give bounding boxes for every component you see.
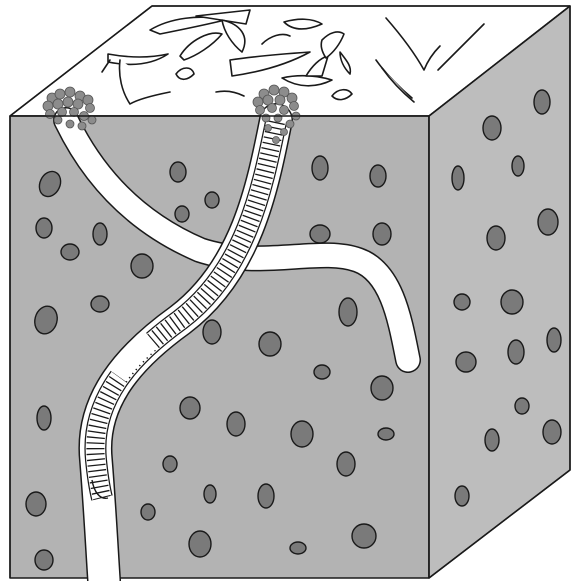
soil-particle — [313, 364, 331, 380]
soil-particle — [514, 397, 530, 415]
soil-particle — [130, 253, 154, 279]
soil-particle — [289, 541, 307, 555]
soil-particle — [454, 485, 470, 507]
soil-particle — [309, 224, 331, 244]
soil-particle — [507, 339, 525, 365]
soil-particle — [482, 115, 502, 141]
leaf — [339, 51, 352, 75]
soil-particle — [451, 165, 465, 191]
soil-particle — [369, 164, 387, 188]
soil-particles-front — [25, 155, 395, 571]
soil-particle — [486, 225, 506, 251]
soil-particle — [351, 523, 377, 549]
soil-particle — [500, 289, 524, 315]
leaf — [215, 90, 245, 97]
earthworm-burrow — [78, 103, 293, 581]
soil-particles-side — [451, 89, 562, 507]
soil-particle — [34, 305, 58, 335]
soil-particle — [188, 530, 212, 558]
soil-particle — [169, 161, 187, 183]
soil-particle — [257, 483, 275, 509]
leaf — [195, 9, 251, 25]
soil-particle — [546, 327, 562, 353]
leaf — [437, 23, 485, 71]
leaf-litter — [101, 9, 485, 105]
soil-particle — [38, 170, 62, 198]
block-edges — [9, 5, 571, 579]
soil-particle — [370, 375, 394, 401]
soil-particle — [226, 411, 246, 437]
leaf — [385, 17, 441, 71]
leaf — [179, 32, 223, 61]
burrow-interior — [54, 108, 420, 372]
soil-particle — [204, 191, 220, 209]
leaf — [229, 51, 311, 77]
soil-particle — [484, 428, 500, 452]
leaf — [320, 31, 345, 59]
soil-particle — [92, 222, 108, 246]
soil-particle — [533, 89, 551, 115]
soil-particle — [202, 319, 222, 345]
soil-particle — [34, 549, 54, 571]
soil-particle — [179, 396, 201, 420]
leaf — [381, 67, 415, 103]
soil-particle — [90, 295, 110, 313]
soil-particle — [35, 217, 53, 239]
worm-casts — [42, 84, 301, 144]
soil-particle — [140, 503, 156, 521]
soil-particle — [338, 297, 358, 327]
earthworm-tail-tip — [91, 479, 109, 499]
soil-particle — [542, 419, 562, 445]
soil-particle — [203, 484, 217, 504]
leaf — [101, 59, 111, 73]
soil-particle — [174, 205, 190, 223]
leaf — [118, 59, 171, 105]
cast-left — [42, 86, 97, 131]
soil-particle — [25, 491, 47, 517]
soil-particle — [36, 405, 52, 431]
soil-particle — [377, 427, 395, 441]
soil-particle — [290, 420, 314, 448]
leaf — [331, 88, 353, 101]
earthworm-clitellum — [110, 332, 159, 382]
soil-particle — [258, 331, 282, 357]
open-burrow — [53, 107, 421, 373]
soil-particle — [453, 293, 471, 311]
soil-particle — [162, 455, 178, 473]
soil-particle — [60, 243, 80, 261]
leaf — [283, 18, 323, 30]
leaf — [175, 67, 195, 81]
front-face — [9, 115, 430, 579]
cast-right — [252, 84, 301, 144]
leaf — [261, 33, 291, 45]
soil-particle — [336, 451, 356, 477]
soil-particle — [372, 222, 392, 246]
soil-particle — [455, 351, 477, 373]
soil-particle — [311, 155, 329, 181]
soil-particle — [511, 155, 525, 177]
leaf — [281, 75, 333, 87]
soil-particle — [537, 208, 559, 236]
leaf — [221, 19, 246, 53]
